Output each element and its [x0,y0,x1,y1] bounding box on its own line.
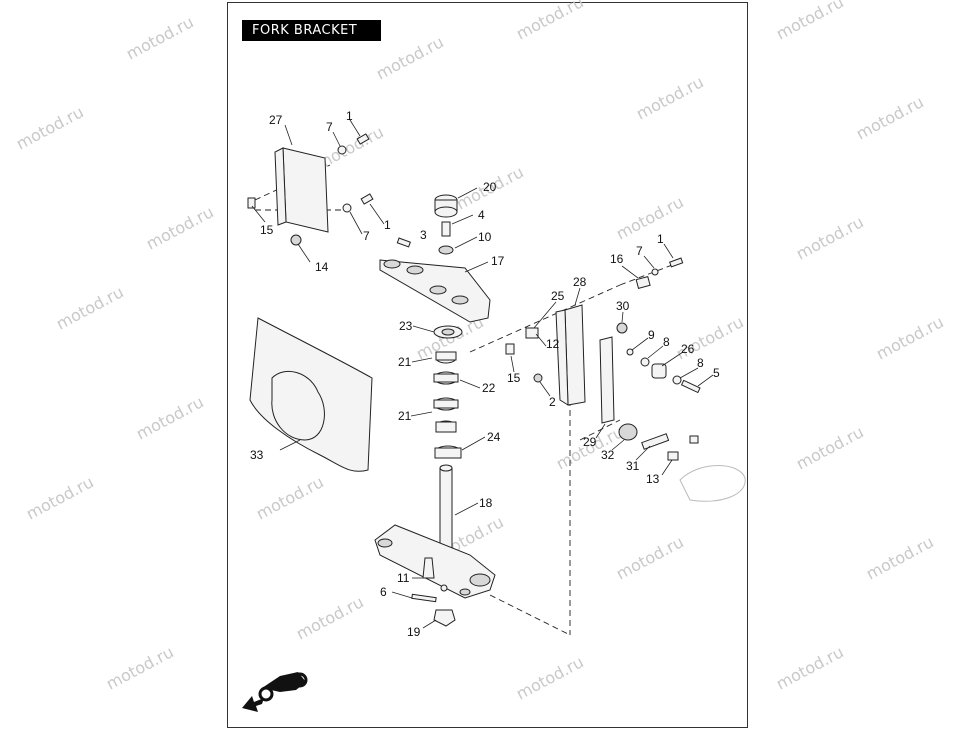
callout-1: 1 [346,109,353,123]
watermark-text: motod.ru [53,282,127,333]
side-bracket-28 [555,304,586,406]
callout-16: 16 [610,252,624,266]
watermark-text: motod.ru [373,32,447,83]
callout-26: 26 [681,342,695,356]
watermark-text: motod.ru [613,192,687,243]
callout-3: 3 [420,228,427,242]
callout-25: 25 [551,289,565,303]
callout-33: 33 [250,448,264,462]
callout-19: 19 [407,625,421,639]
strap-29 [599,336,615,424]
callout-21: 21 [398,409,412,423]
watermark-text: motod.ru [23,472,97,523]
watermark-text: motod.ru [773,0,847,44]
callout-22: 22 [482,381,496,395]
watermark-layer: motod.ru motod.ru motod.ru motod.ru moto… [13,0,947,704]
callout-23: 23 [399,319,413,333]
callout-8: 8 [663,335,670,349]
watermark-text: motod.ru [613,532,687,583]
callout-32: 32 [601,448,615,462]
ghost-wheel-outline [679,465,746,502]
watermark-text: motod.ru [773,642,847,693]
callout-12: 12 [546,337,560,351]
callout-8: 8 [697,356,704,370]
callout-4: 4 [478,208,485,222]
callout-10: 10 [478,230,492,244]
callout-21: 21 [398,355,412,369]
watermark-text: motod.ru [513,652,587,703]
callout-15: 15 [507,371,521,385]
watermark-text: motod.ru [253,472,327,523]
callout-6: 6 [380,585,387,599]
motorcycle-silhouette-icon [258,672,308,702]
callout-7: 7 [363,229,370,243]
callout-1: 1 [384,218,391,232]
callout-15: 15 [260,223,274,237]
upper-fork-bracket-17 [379,259,491,323]
watermark-text: motod.ru [863,532,937,583]
callout-18: 18 [479,496,493,510]
watermark-text: motod.ru [873,312,947,363]
right-hardware [505,257,701,461]
direction-arrow-icon [242,696,264,712]
callout-9: 9 [648,328,655,342]
fork-cover-33 [249,317,373,472]
watermark-text: motod.ru [123,12,197,63]
watermark-text: motod.ru [793,212,867,263]
callout-24: 24 [487,430,501,444]
callout-labels: 1 7 27 1 7 15 14 20 4 3 10 17 23 21 22 2… [250,109,720,639]
bracket-plate-27 [274,147,329,233]
callout-11: 11 [397,571,410,585]
watermark-text: motod.ru [853,92,927,143]
lower-triple-clamp [374,524,496,599]
watermark-text: motod.ru [13,102,87,153]
callout-7: 7 [636,244,643,258]
page-title: FORK BRACKET [242,20,381,41]
callout-13: 13 [646,472,660,486]
callout-29: 29 [583,435,597,449]
bearing-stack [433,325,463,459]
callout-27: 27 [269,113,283,127]
watermark-text: motod.ru [143,202,217,253]
upper-stem-stack [396,194,458,255]
callout-2: 2 [549,395,556,409]
callout-1: 1 [657,232,664,246]
hardware-top-left [247,133,374,246]
callout-7: 7 [326,120,333,134]
callout-14: 14 [315,260,329,274]
callout-leaders [251,119,714,629]
watermark-text: motod.ru [793,422,867,473]
watermark-text: motod.ru [103,642,177,693]
callout-31: 31 [626,459,640,473]
watermark-text: motod.ru [513,0,587,44]
watermark-text: motod.ru [293,592,367,643]
callout-17: 17 [491,254,505,268]
callout-5: 5 [713,366,720,380]
callout-30: 30 [616,299,630,313]
watermark-text: motod.ru [133,392,207,443]
callout-28: 28 [573,275,587,289]
watermark-text: motod.ru [633,72,707,123]
lower-hardware [411,557,456,627]
callout-20: 20 [483,180,497,194]
